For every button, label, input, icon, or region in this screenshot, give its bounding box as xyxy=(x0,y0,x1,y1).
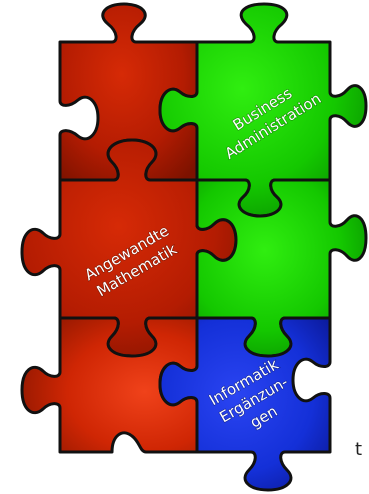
edge-text-fragment: t xyxy=(355,439,363,460)
puzzle-piece-bottom-right xyxy=(158,316,332,492)
